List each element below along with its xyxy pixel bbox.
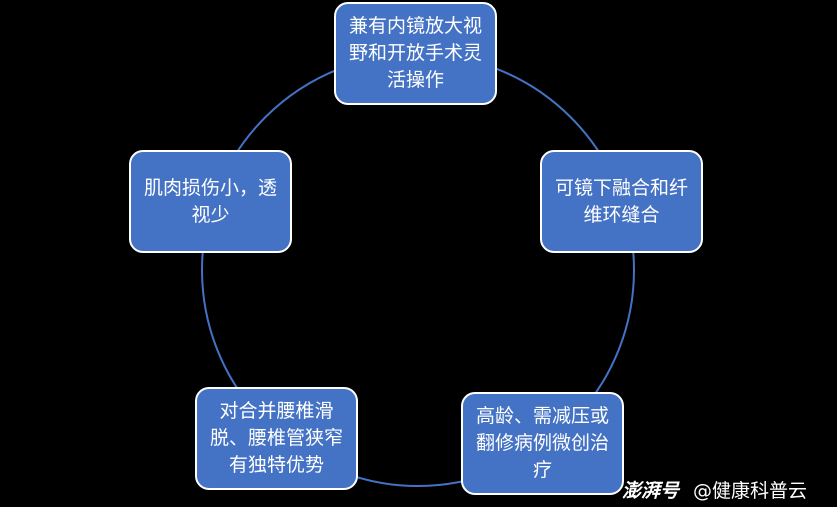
- watermark: 澎湃号 @健康科普云: [622, 476, 807, 503]
- node-text: 对合并腰椎滑脱、腰椎管狭窄有独特优势: [209, 400, 343, 476]
- cycle-node-1: 兼有内镜放大视野和开放手术灵活操作: [334, 2, 497, 105]
- cycle-node-5: 肌肉损伤小，透视少: [129, 150, 292, 253]
- watermark-logo: 澎湃号: [622, 480, 680, 502]
- cycle-node-2: 可镜下融合和纤维环缝合: [540, 150, 703, 253]
- cycle-node-3: 高龄、需减压或翻修病例微创治疗: [461, 392, 624, 495]
- node-text: 肌肉损伤小，透视少: [143, 176, 277, 226]
- watermark-account: @健康科普云: [693, 480, 808, 502]
- node-text: 兼有内镜放大视野和开放手术灵活操作: [348, 15, 482, 91]
- node-text: 可镜下融合和纤维环缝合: [554, 176, 688, 226]
- node-text: 高龄、需减压或翻修病例微创治疗: [475, 405, 609, 481]
- cycle-node-4: 对合并腰椎滑脱、腰椎管狭窄有独特优势: [195, 387, 358, 490]
